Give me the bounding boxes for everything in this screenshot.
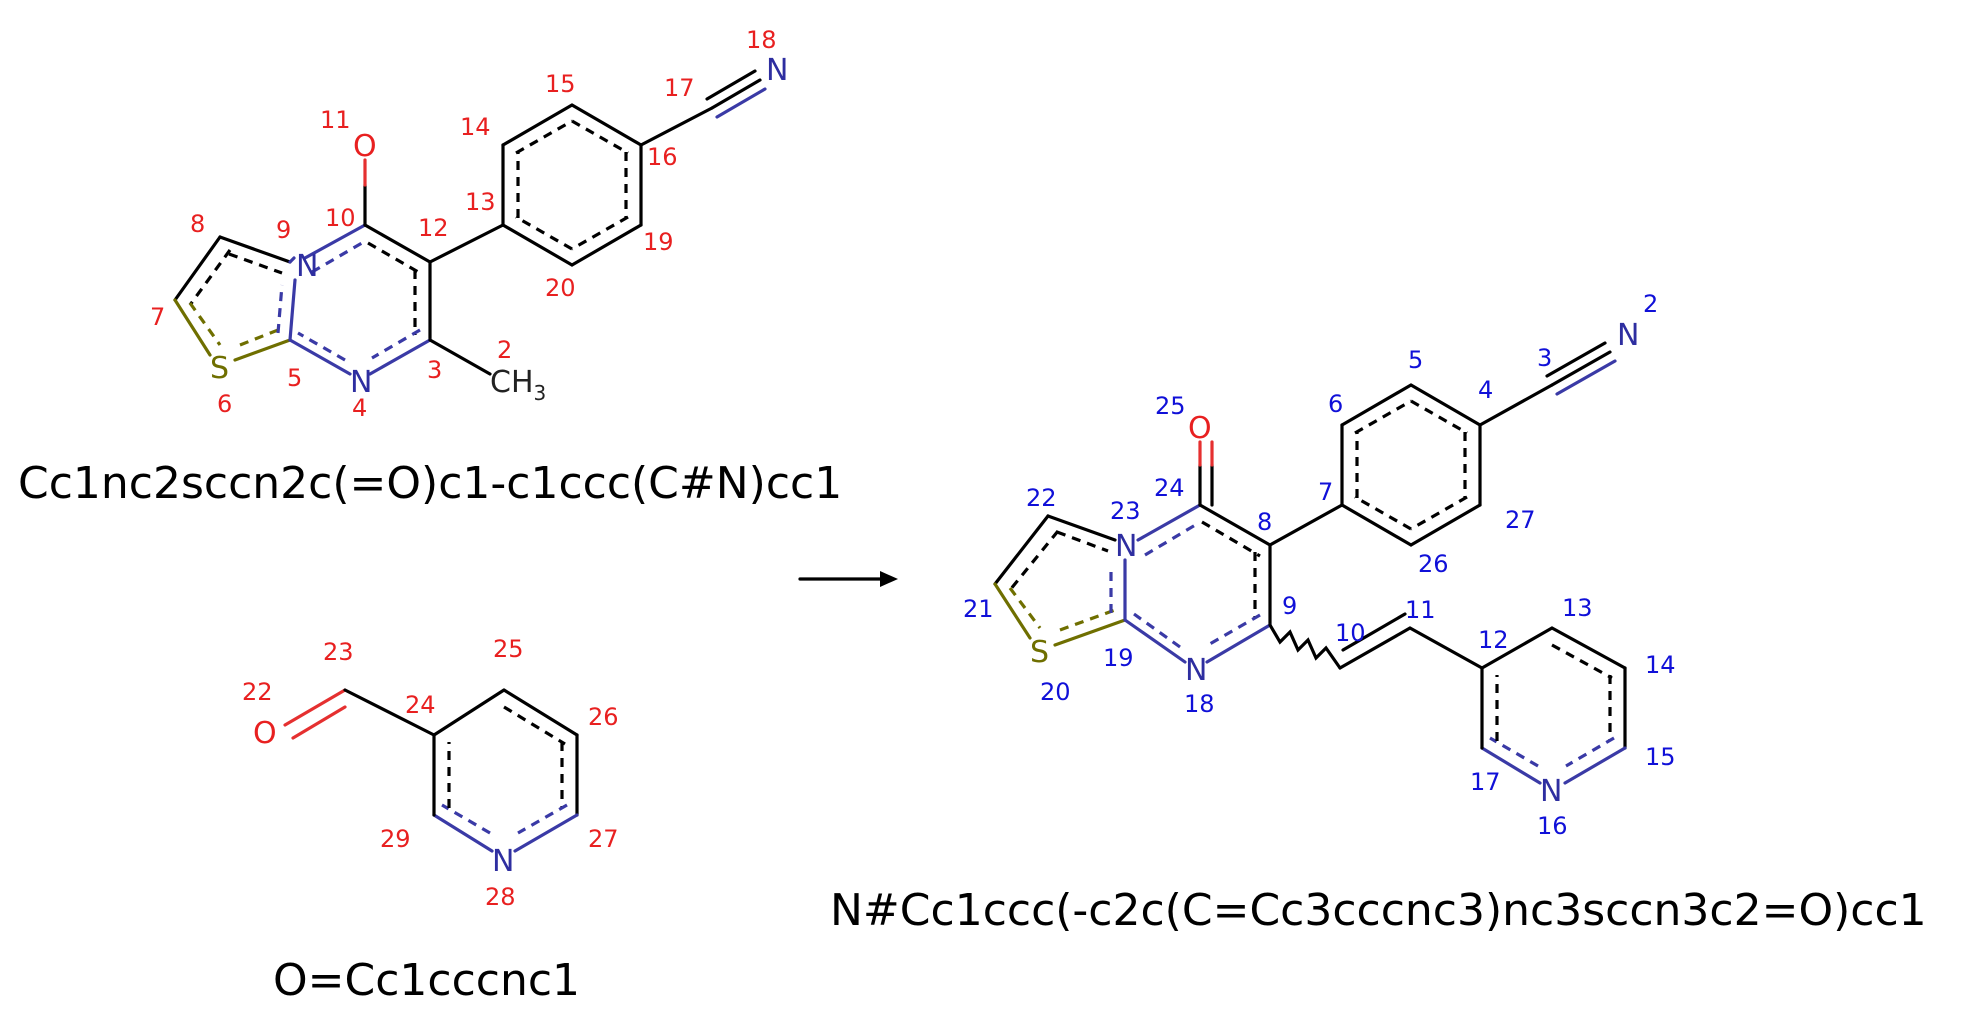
p-atom-n23: N [1115,529,1137,564]
p-index: 12 [1478,626,1509,654]
r1-index: 7 [150,303,165,331]
r1-atom-n9: N [296,249,318,284]
r1-index: 13 [465,188,496,216]
r1-index: 9 [276,216,291,244]
reactant-2-indices: 22 23 24 25 26 27 28 29 [242,635,619,911]
r1-index: 14 [460,113,491,141]
r1-index: 2 [497,336,512,364]
r1-index: 18 [746,26,777,54]
r1-index: 12 [418,214,449,242]
p-index: 4 [1478,376,1493,404]
reaction-arrow [798,571,898,587]
reactant-1-structure [173,69,767,376]
p-index: 26 [1418,550,1449,578]
p-index: 5 [1408,346,1423,374]
p-index: 16 [1537,812,1568,840]
p-index: 19 [1103,644,1134,672]
r1-index: 8 [190,210,205,238]
r1-index: 16 [647,143,678,171]
p-index: 21 [963,595,994,623]
r2-index: 27 [588,825,619,853]
r1-index: 4 [352,394,367,422]
p-index: 24 [1154,474,1185,502]
p-index: 22 [1026,484,1057,512]
r1-methyl-label: CH3 [490,365,546,405]
r1-index: 17 [664,74,695,102]
p-index: 14 [1645,651,1676,679]
p-index: 23 [1110,497,1141,525]
p-index: 17 [1470,768,1501,796]
product-indices: 2 3 4 5 6 7 8 9 10 11 12 13 14 15 16 17 … [963,290,1676,840]
p-index: 6 [1328,390,1343,418]
reactant-2-smiles: O=Cc1cccnc1 [273,955,580,1006]
r1-atom-o11: O [353,129,377,164]
r1-index: 11 [320,106,351,134]
p-index: 25 [1155,392,1186,420]
p-index: 2 [1643,290,1658,318]
p-atom-n18: N [1185,653,1207,688]
r1-atom-n18: N [766,53,788,88]
r1-index: 3 [427,356,442,384]
r2-index: 25 [493,635,524,663]
reactant-2-structure [283,688,579,853]
reactant-1-indices: 2 3 4 5 6 7 8 9 10 11 12 13 14 15 16 17 … [150,26,777,422]
product-structure [993,341,1627,785]
r1-index: 20 [545,274,576,302]
r1-index: 10 [325,204,356,232]
p-atom-s20: S [1030,635,1049,670]
p-index: 3 [1537,344,1552,372]
p-index: 7 [1318,478,1333,506]
p-index: 27 [1505,506,1536,534]
reactant-1-smiles: Cc1nc2sccn2c(=O)c1-c1ccc(C#N)cc1 [18,458,842,509]
product-smiles: N#Cc1ccc(-c2c(C=Cc3cccnc3)nc3sccn3c2=O)c… [830,885,1927,936]
r2-index: 22 [242,678,273,706]
r1-index: 6 [217,390,232,418]
product-atom-labels: N O N N S N [1030,318,1639,809]
reactant-1-atom-labels: N N S O N CH3 [210,53,788,405]
r1-atom-s6: S [210,351,229,386]
r1-atom-n4: N [350,365,372,400]
p-index: 11 [1405,596,1436,624]
p-index: 13 [1562,594,1593,622]
p-atom-n16: N [1540,774,1562,809]
p-index: 8 [1257,508,1272,536]
r2-index: 26 [588,703,619,731]
r1-index: 5 [287,364,302,392]
p-index: 10 [1335,619,1366,647]
r2-index: 28 [485,883,516,911]
r1-index: 15 [545,70,576,98]
r1-index: 19 [643,228,674,256]
p-index: 18 [1184,690,1215,718]
r2-index: 24 [405,691,436,719]
p-index: 15 [1645,743,1676,771]
p-atom-n2: N [1617,318,1639,353]
r2-atom-n28: N [492,844,514,879]
r2-atom-o22: O [253,716,277,751]
r2-index: 29 [380,825,411,853]
p-atom-o25: O [1188,411,1212,446]
reactant-2-atom-labels: O N [253,716,514,879]
p-index: 20 [1040,678,1071,706]
p-index: 9 [1282,592,1297,620]
r2-index: 23 [323,638,354,666]
